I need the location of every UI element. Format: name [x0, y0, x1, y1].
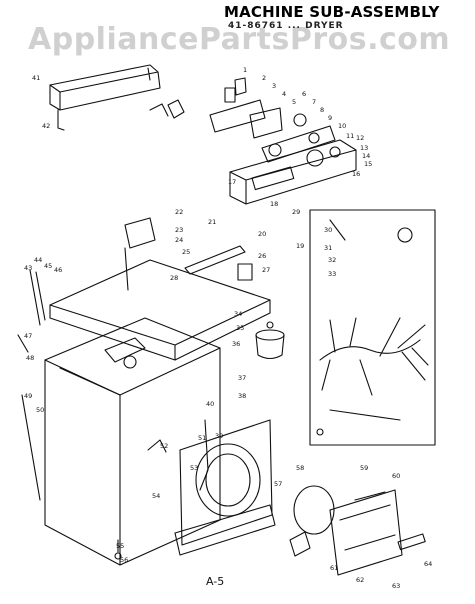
callout-22: 22 [175, 208, 183, 216]
callout-58: 58 [296, 464, 304, 472]
callout-28: 28 [170, 274, 178, 282]
callout-12: 12 [356, 134, 364, 142]
callout-20: 20 [258, 230, 266, 238]
callout-38: 38 [238, 392, 246, 400]
top-lid [49, 217, 271, 361]
callout-37: 37 [238, 374, 246, 382]
callout-46: 46 [54, 266, 62, 274]
callout-54: 54 [152, 492, 160, 500]
callout-62: 62 [356, 576, 364, 584]
diagram-title: MACHINE SUB-ASSEMBLY [224, 3, 440, 21]
callout-16: 16 [352, 170, 360, 178]
callout-34: 34 [234, 310, 242, 318]
callout-30: 30 [324, 226, 332, 234]
callout-13: 13 [360, 144, 368, 152]
callout-23: 23 [175, 226, 183, 234]
callout-17: 17 [228, 178, 236, 186]
callout-40: 40 [206, 400, 214, 408]
callout-21: 21 [208, 218, 216, 226]
callout-19: 19 [296, 242, 304, 250]
callout-5: 5 [292, 98, 296, 106]
control-panel [229, 125, 357, 205]
wiring-harness-inset [309, 209, 436, 446]
callout-24: 24 [175, 236, 183, 244]
callout-7: 7 [312, 98, 316, 106]
callout-27: 27 [262, 266, 270, 274]
callout-41: 41 [32, 74, 40, 82]
callout-11: 11 [346, 132, 354, 140]
callout-59: 59 [360, 464, 368, 472]
callout-31: 31 [324, 244, 332, 252]
callout-26: 26 [258, 252, 266, 260]
callout-4: 4 [282, 90, 286, 98]
callout-45: 45 [44, 262, 52, 270]
callout-44: 44 [34, 256, 42, 264]
callout-57: 57 [274, 480, 282, 488]
side-hardware [17, 269, 122, 560]
callout-10: 10 [338, 122, 346, 130]
callout-60: 60 [392, 472, 400, 480]
page-id: A-5 [206, 575, 225, 588]
callout-52: 52 [160, 442, 168, 450]
door-assembly [289, 485, 426, 576]
callout-15: 15 [364, 160, 372, 168]
callout-29: 29 [292, 208, 300, 216]
callout-35: 35 [236, 324, 244, 332]
callout-32: 32 [328, 256, 336, 264]
callout-53: 53 [190, 464, 198, 472]
callout-43: 43 [24, 264, 32, 272]
callout-18: 18 [270, 200, 278, 208]
callout-14: 14 [362, 152, 370, 160]
callout-51: 51 [198, 434, 206, 442]
control-knob-parts [149, 77, 307, 139]
console-bracket [49, 64, 161, 131]
diagram-subtitle: 41-86761 ... DRYER [228, 21, 344, 31]
lint-screen-component [255, 321, 285, 360]
callout-8: 8 [320, 106, 324, 114]
callout-48: 48 [26, 354, 34, 362]
callout-39: 39 [215, 432, 223, 440]
callout-9: 9 [328, 114, 332, 122]
callout-63: 63 [392, 582, 400, 590]
callout-47: 47 [24, 332, 32, 340]
callout-49: 49 [24, 392, 32, 400]
callout-2: 2 [262, 74, 266, 82]
callout-50: 50 [36, 406, 44, 414]
callout-1: 1 [243, 66, 247, 74]
callout-3: 3 [272, 82, 276, 90]
callout-61: 61 [330, 564, 338, 572]
front-panel [174, 419, 276, 556]
callout-56: 56 [120, 556, 128, 564]
callout-64: 64 [424, 560, 432, 568]
callout-36: 36 [232, 340, 240, 348]
callout-42: 42 [42, 122, 50, 130]
callout-25: 25 [182, 248, 190, 256]
callout-33: 33 [328, 270, 336, 278]
callout-55: 55 [116, 542, 124, 550]
callout-6: 6 [302, 90, 306, 98]
